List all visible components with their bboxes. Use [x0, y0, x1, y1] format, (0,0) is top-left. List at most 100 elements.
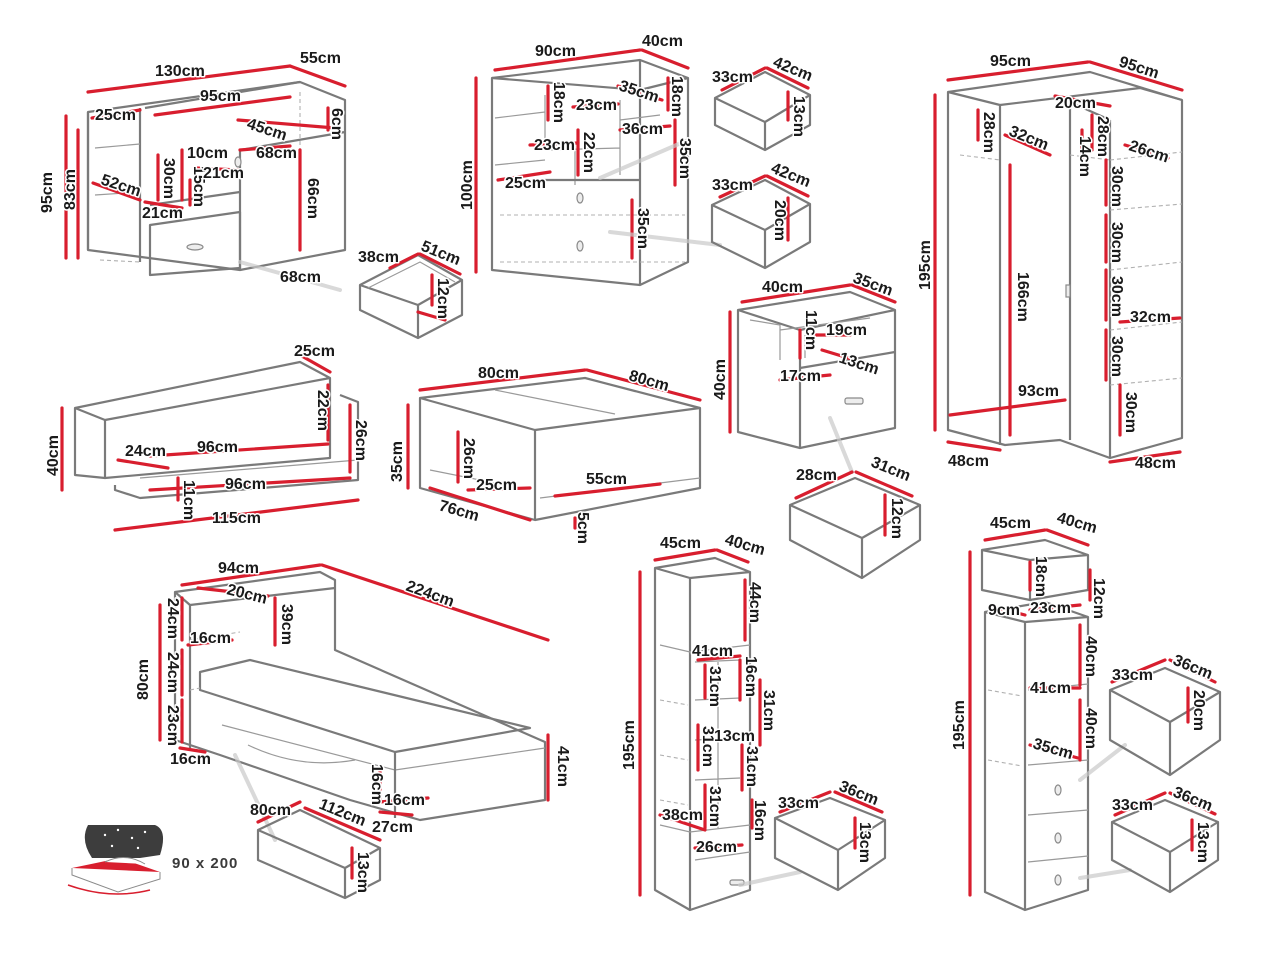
tall-cabinet-drawer-bottom: 33cm 36cm 13cm	[1111, 782, 1220, 894]
wardrobe-dim-7: 26cm	[1127, 138, 1171, 167]
bed-dim-8: 23cm	[164, 705, 181, 746]
desk-dim-1: 55cm	[300, 50, 341, 67]
tall-cabinet-dim-0: 45cm	[990, 515, 1031, 532]
tall-cabinet-dim-6: 40cm	[1082, 636, 1099, 677]
desk-dim-7: 52cm	[99, 172, 143, 201]
tall-cabinet-drawer-bottom-dim-0: 33cm	[1112, 797, 1153, 814]
desk-dim-14: 83cm	[62, 169, 79, 210]
bookcase-dim-4: 16cm	[742, 656, 759, 697]
tall-cabinet-drawer-bottom-dim-2: 13cm	[1194, 822, 1211, 863]
shelf-unit-dim-2: 18cm	[550, 82, 567, 123]
bed-drawer-dim-2: 13cm	[354, 852, 371, 893]
tall-cabinet-dim-5: 23cm	[1030, 600, 1071, 617]
bed-dim-4: 24cm	[164, 598, 181, 639]
desk-dim-13: 95cm	[39, 172, 56, 213]
coffee-table-dim-7: 5cm	[574, 512, 591, 544]
shelf-unit-dim-3: 35cm	[617, 78, 661, 107]
wall-shelf-dim-4: 26cm	[352, 420, 369, 461]
shelf-drawer-small-dim-2: 13cm	[790, 96, 807, 137]
bed-drawer-dim-0: 80cm	[250, 802, 291, 819]
nightstand: 40cm 35cm 11cm 19cm 13cm 17cm 40cm	[711, 268, 897, 474]
bed-dim-2: 20cm	[225, 581, 269, 607]
bookcase-dim-14: 195cm	[621, 720, 638, 770]
wardrobe-dim-11: 32cm	[1130, 309, 1171, 326]
bookcase-dim-6: 31cm	[760, 690, 777, 731]
shelf-unit: 90cm 40cm 18cm 35cm 23cm 18cm 36cm 23cm …	[458, 32, 722, 287]
coffee-table: 80cm 80cm 26cm 25cm 55cm 35cm 76cm 5cm	[388, 364, 702, 546]
bookcase-dim-3: 41cm	[692, 643, 733, 660]
shelf-drawer-large: 33cm 42cm 20cm	[711, 158, 814, 270]
wardrobe: 95cm 95cm 20cm 28cm 32cm 28cm 14cm 26cm …	[916, 52, 1184, 474]
bookcase-dim-2: 44cm	[746, 582, 763, 623]
wall-shelf-dim-7: 40cm	[45, 435, 62, 476]
shelf-unit-dim-11: 100cm	[459, 160, 476, 210]
wall-shelf-dim-6: 11cm	[180, 480, 197, 520]
wardrobe-dim-5: 28cm	[1094, 116, 1111, 157]
shelf-unit-dim-6: 36cm	[622, 121, 663, 138]
desk-dim-5: 6cm	[328, 108, 345, 140]
desk-drawer-dim-2: 12cm	[434, 278, 451, 319]
tall-cabinet-dim-4: 9cm	[988, 602, 1020, 619]
wall-shelf-dim-5: 96cm	[225, 476, 266, 493]
bed-dim-0: 94cm	[218, 560, 259, 577]
mattress-icon: 90 x 200	[67, 825, 237, 895]
bookcase: 45cm 40cm 44cm 41cm 16cm 31cm 31cm 31cm …	[620, 530, 802, 912]
wardrobe-dim-9: 30cm	[1108, 222, 1125, 263]
shelf-unit-dim-5: 18cm	[668, 76, 685, 117]
wardrobe-dim-14: 195cm	[917, 240, 934, 290]
nightstand-dim-6: 40cm	[712, 359, 729, 400]
bookcase-dim-11: 38cm	[662, 807, 703, 824]
bookcase-drawer: 33cm 36cm 13cm	[773, 776, 887, 892]
coffee-table-dim-5: 35cm	[389, 441, 406, 482]
wardrobe-dim-4: 32cm	[1007, 123, 1051, 154]
wardrobe-dim-13: 30cm	[1122, 392, 1139, 433]
bookcase-drawer-dim-2: 13cm	[856, 822, 873, 863]
bed-dim-9: 16cm	[170, 751, 211, 768]
wardrobe-dim-6: 14cm	[1076, 136, 1093, 177]
desk-dim-12: 21cm	[203, 165, 244, 182]
coffee-table-dim-4: 55cm	[586, 471, 627, 488]
shelf-unit-dim-0: 90cm	[535, 43, 576, 60]
wardrobe-dim-10: 30cm	[1108, 276, 1125, 317]
shelf-drawer-small-dim-0: 33cm	[712, 69, 753, 86]
bed-dim-7: 80cm	[135, 659, 152, 700]
desk-dim-10: 15cm	[190, 166, 207, 207]
bed-dim-5: 16cm	[190, 630, 231, 647]
wall-shelf-dim-0: 25cm	[294, 343, 335, 360]
desk-dim-2: 25cm	[95, 107, 136, 124]
tall-cabinet-dim-9: 35cm	[1031, 736, 1075, 764]
wall-shelf-dim-3: 96cm	[197, 439, 238, 456]
shelf-unit-dim-8: 22cm	[580, 132, 597, 173]
bed-dim-12: 27cm	[372, 819, 413, 836]
tall-cabinet-drawer-top-dim-1: 36cm	[1171, 652, 1215, 683]
bookcase-dim-10: 31cm	[706, 786, 723, 827]
shelf-drawer-large-dim-2: 20cm	[771, 200, 788, 241]
wardrobe-dim-16: 93cm	[1018, 383, 1059, 400]
tall-cabinet-dim-1: 40cm	[1055, 510, 1099, 538]
desk-dim-4: 45cm	[245, 116, 289, 145]
coffee-table-dim-0: 80cm	[478, 365, 519, 382]
bookcase-dim-12: 16cm	[751, 800, 768, 841]
shelf-unit-dim-12: 35cm	[634, 208, 651, 249]
bookcase-dim-9: 31cm	[743, 746, 760, 787]
tall-cabinet: 45cm 40cm 18cm 12cm 9cm 23cm 40cm 41cm 4…	[950, 508, 1132, 912]
wardrobe-dim-8: 30cm	[1108, 166, 1125, 207]
desk-dim-15: 66cm	[304, 178, 321, 219]
nightstand-drawer-dim-0: 28cm	[796, 467, 837, 484]
nightstand-dim-4: 13cm	[837, 350, 881, 379]
shelf-unit-dim-4: 23cm	[576, 97, 617, 114]
wall-shelf-dim-1: 22cm	[314, 390, 331, 431]
bed-dim-1: 224cm	[404, 578, 457, 611]
bookcase-drawer-dim-0: 33cm	[778, 795, 819, 812]
bookcase-dim-5: 31cm	[706, 666, 723, 707]
tall-cabinet-drawer-top: 33cm 36cm 20cm	[1108, 650, 1222, 777]
bed-dim-11: 16cm	[384, 792, 425, 809]
wardrobe-dim-18: 48cm	[1135, 455, 1176, 472]
desk-dim-11: 68cm	[256, 145, 297, 162]
shelf-unit-dim-10: 25cm	[505, 175, 546, 192]
nightstand-dim-2: 11cm	[802, 310, 819, 350]
wall-shelf: 25cm 22cm 24cm 96cm 26cm 96cm 11cm 40cm …	[44, 342, 371, 532]
shelf-drawer-small: 33cm 42cm 13cm	[711, 52, 816, 152]
desk-dim-6: 10cm	[187, 145, 228, 162]
